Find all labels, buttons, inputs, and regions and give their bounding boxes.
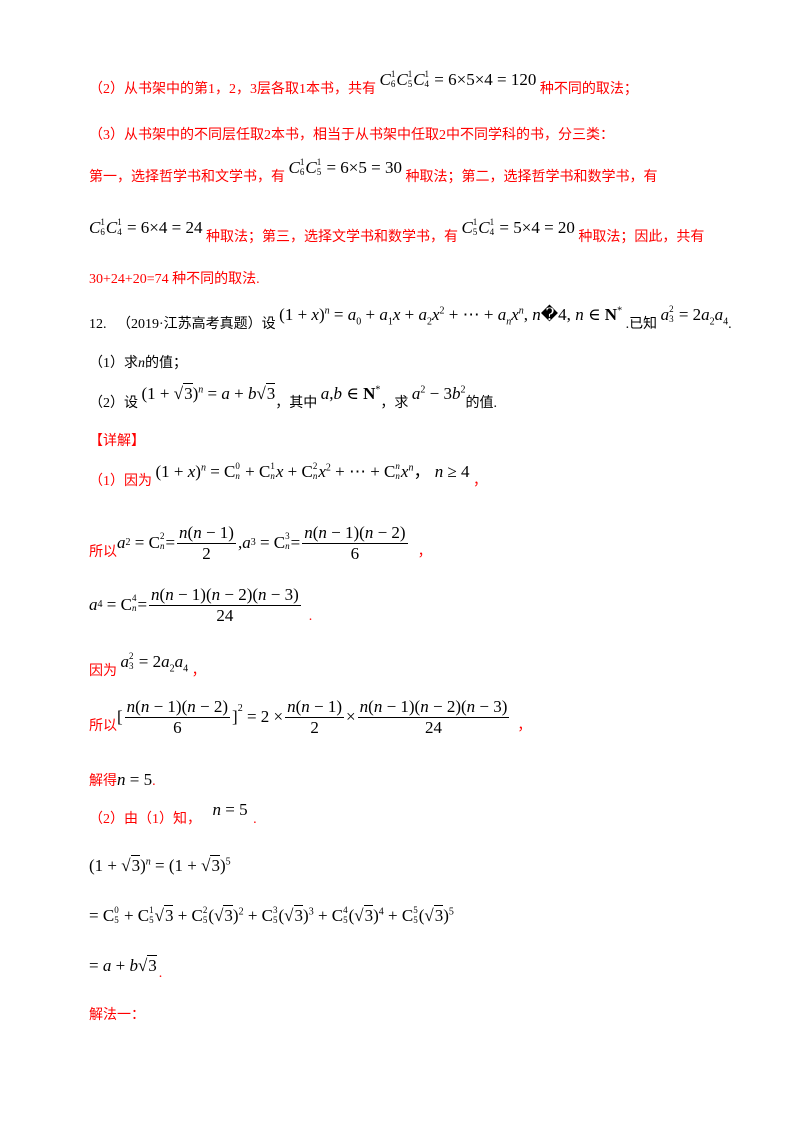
solution-header: 【详解】 xyxy=(89,434,145,449)
step5: 所以 [n(n − 1)(n − 2)6]2 = 2 × n(n − 1)2 ×… xyxy=(89,692,531,742)
sub2-mid2: ，求 xyxy=(380,396,409,411)
step3-end: . xyxy=(308,609,313,624)
step5-end: ， xyxy=(517,719,532,734)
step6-end: . xyxy=(152,774,156,789)
sub1-suffix: 的值； xyxy=(145,356,187,371)
question-number: 12. xyxy=(89,317,107,332)
step7-prefix: （2）由（1）知， xyxy=(89,812,201,827)
step2-prefix: 所以 xyxy=(89,545,117,560)
step2-end: ， xyxy=(417,545,432,560)
sub2-mid1: ，其中 xyxy=(275,396,318,411)
part2-suffix: 种不同的取法； xyxy=(539,82,638,97)
sub1-prefix: （1）求 xyxy=(89,356,138,371)
given-label: .已知 xyxy=(625,317,658,332)
question-sub2: （2）设 (1 + √3)n = a + b√3，其中 a,b ∈ N*，求 a… xyxy=(89,383,498,414)
solution-part3: （3）从书架中的不同层任取2本书，相当于从书架中任取2中不同学科的书，分三类： xyxy=(89,128,614,143)
step6: 解得n = 5. xyxy=(89,770,156,792)
total-line: 30+24+20=74 种不同的取法. xyxy=(89,272,260,287)
step4-end: ， xyxy=(191,664,206,679)
step10: = a + b√3. xyxy=(89,955,163,981)
question-formula: (1 + x)n = a0 + a1x + a2x2 + ⋯ + anxn, n… xyxy=(279,305,623,328)
question-sub1: （1）求n的值； xyxy=(89,354,187,374)
step4-prefix: 因为 xyxy=(89,664,117,679)
sub2-expr: a2 − 3b2 xyxy=(411,384,466,403)
step7-formula: n = 5 xyxy=(212,800,248,819)
step1-prefix: （1）因为 xyxy=(89,474,152,489)
question-end: . xyxy=(728,317,732,332)
case2-suffix: 种取法；因此，共有 xyxy=(578,230,705,245)
sub2-formula: (1 + √3)n = a + b√3 xyxy=(141,383,276,403)
step7-end: . xyxy=(253,812,257,827)
case1-suffix: 种取法；第二，选择哲学书和数学书，有 xyxy=(405,170,658,185)
step8-formula: (1 + √3)n = (1 + √3)5 xyxy=(89,855,231,875)
step1-end: ， xyxy=(473,474,488,489)
sub2-prefix: （2）设 xyxy=(89,396,138,411)
step8: (1 + √3)n = (1 + √3)5 xyxy=(89,855,231,878)
case2-middle: 种取法；第三，选择文学书和数学书，有 xyxy=(205,230,458,245)
step5-formula: [n(n − 1)(n − 2)6]2 = 2 × n(n − 1)2 × n(… xyxy=(117,696,510,737)
question-12: 12. （2019·江苏高考真题）设 (1 + x)n = a0 + a1x +… xyxy=(89,304,732,335)
step6-formula: n = 5 xyxy=(117,770,153,789)
step6-prefix: 解得 xyxy=(89,774,117,789)
step7: （2）由（1）知， n = 5 . xyxy=(89,800,257,830)
sub1-var: n xyxy=(138,356,145,371)
method1-label: 解法一： xyxy=(89,1008,145,1023)
sub2-suffix: 的值. xyxy=(465,396,498,411)
step10-end: . xyxy=(158,966,163,981)
question-source: （2019·江苏高考真题）设 xyxy=(117,317,276,332)
step5-prefix: 所以 xyxy=(89,719,117,734)
case1-prefix: 第一，选择哲学书和文学书，有 xyxy=(89,170,285,185)
sub2-set: a,b ∈ N* xyxy=(320,384,381,403)
part2-text: （2）从书架中的第1，2，3层各取1本书，共有 xyxy=(89,82,376,97)
step10-formula: = a + b√3 xyxy=(89,955,157,975)
